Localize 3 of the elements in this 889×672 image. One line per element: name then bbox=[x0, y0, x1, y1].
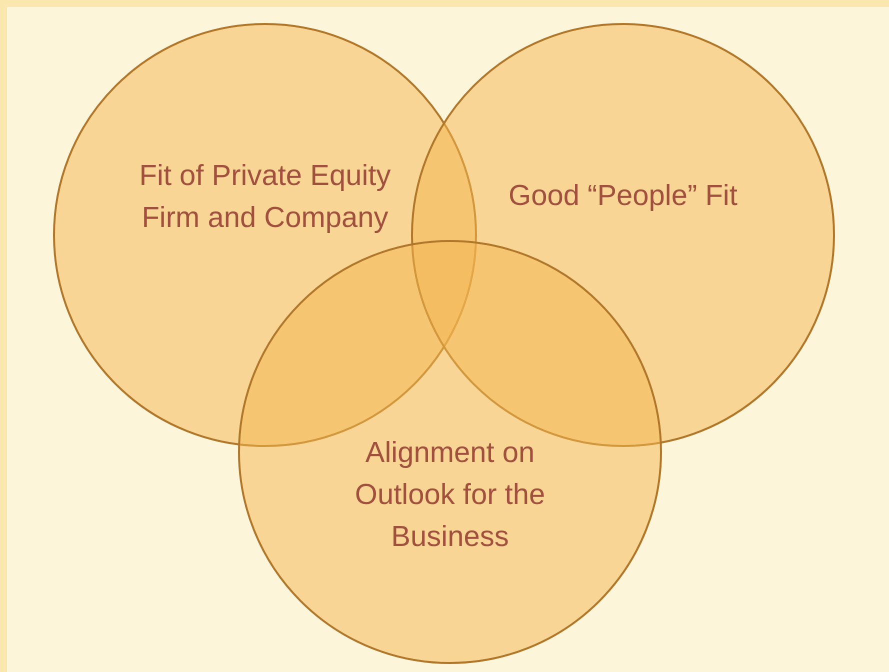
circle-label: Alignment on Outlook for the Business bbox=[354, 436, 546, 555]
circle-label: Good “People” Fit bbox=[508, 179, 738, 214]
circle-label: Fit of Private Equity Firm and Company bbox=[138, 159, 392, 236]
